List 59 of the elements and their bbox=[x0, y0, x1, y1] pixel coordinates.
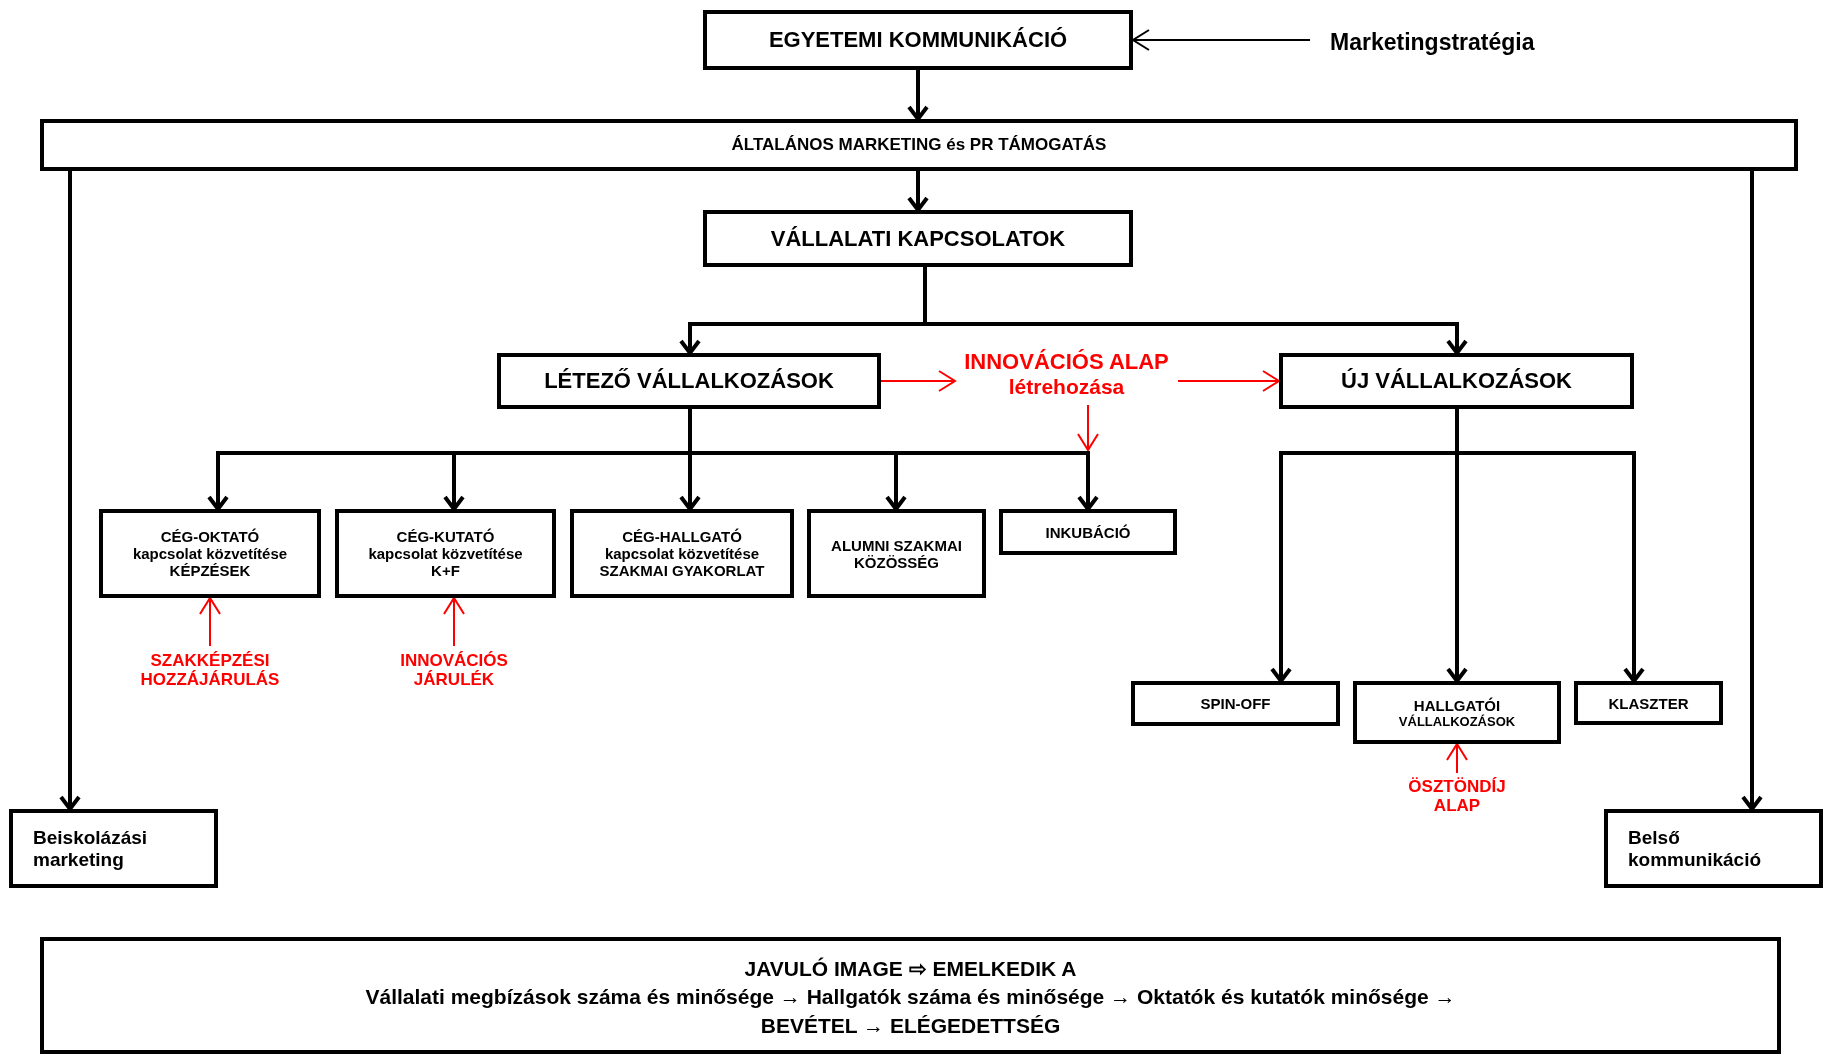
annotation-text: SZAKKÉPZÉSI HOZZÁJÁRULÁS bbox=[139, 652, 281, 690]
box-label: K+F bbox=[431, 562, 460, 579]
arrow bbox=[59, 171, 81, 811]
process-box bbox=[1279, 353, 1634, 409]
box-label: LÉTEZŐ VÁLLALKOZÁSOK bbox=[544, 368, 834, 394]
process-box bbox=[99, 509, 321, 598]
process-box bbox=[703, 10, 1133, 70]
box-label: HALLGATÓI bbox=[1413, 696, 1501, 714]
band-box bbox=[40, 119, 1798, 171]
box-label: Vállalati megbízások száma és minősége → Hallgatók száma és minősége → Oktatók és kutatók minősége → BEVÉTEL → ELÉGEDETTSÉG bbox=[364, 984, 1457, 1039]
arrow bbox=[1177, 370, 1280, 392]
process-box bbox=[1131, 681, 1340, 726]
arrow bbox=[1455, 409, 1645, 683]
box-label: SPIN-OFF bbox=[1200, 695, 1271, 712]
arrow bbox=[443, 597, 465, 647]
process-box bbox=[1574, 681, 1723, 725]
process-box bbox=[9, 809, 218, 888]
box-label: kapcsolat közvetítése bbox=[604, 545, 760, 562]
box-label: VÁLLALKOZÁSOK bbox=[1398, 713, 1516, 729]
summary-box bbox=[40, 937, 1781, 1054]
arrow bbox=[907, 171, 929, 212]
box-label: kapcsolat közvetítése bbox=[368, 545, 523, 562]
arrow bbox=[1077, 404, 1099, 451]
box-label: ÚJ VÁLLALKOZÁSOK bbox=[1341, 368, 1572, 394]
process-box bbox=[999, 509, 1177, 555]
process-box bbox=[1604, 809, 1823, 888]
process-box bbox=[335, 509, 556, 598]
arrow bbox=[1446, 743, 1468, 774]
arrow bbox=[880, 370, 956, 392]
annotation-text: INNOVÁCIÓS JÁRULÉK bbox=[399, 652, 509, 690]
arrow bbox=[1741, 171, 1763, 811]
process-box bbox=[1353, 681, 1561, 744]
annotation-text: Marketingstratégia bbox=[1330, 28, 1535, 56]
process-box bbox=[807, 509, 986, 598]
arrow bbox=[688, 409, 1099, 511]
box-label: JAVULÓ IMAGE ⇨ EMELKEDIK A bbox=[744, 956, 1077, 982]
arrow bbox=[907, 70, 929, 121]
box-label: SZAKMAI GYAKORLAT bbox=[599, 562, 765, 579]
box-label: CÉG-HALLGATÓ bbox=[622, 528, 742, 545]
box-label: CÉG-OKTATÓ bbox=[160, 528, 260, 545]
box-label: Belső kommunikáció bbox=[1628, 826, 1763, 871]
box-label: VÁLLALATI KAPCSOLATOK bbox=[770, 225, 1066, 252]
arrow bbox=[1132, 29, 1311, 51]
process-box bbox=[703, 210, 1133, 267]
annotation-text: létrehozása bbox=[1008, 375, 1125, 399]
box-label: kapcsolat közvetítése bbox=[132, 545, 288, 562]
box-label: ALUMNI SZAKMAI KÖZÖSSÉG bbox=[830, 536, 963, 571]
process-box bbox=[497, 353, 881, 409]
box-label: Beiskolázási marketing bbox=[33, 826, 149, 871]
box-label: ÁLTALÁNOS MARKETING és PR TÁMOGATÁS bbox=[731, 135, 1107, 155]
process-box bbox=[570, 509, 794, 598]
annotation-text: INNOVÁCIÓS ALAP bbox=[964, 349, 1169, 375]
box-label: KÉPZÉSEK bbox=[169, 562, 251, 579]
box-label: EGYETEMI KOMMUNIKÁCIÓ bbox=[768, 27, 1068, 53]
box-label: INKUBÁCIÓ bbox=[1045, 523, 1131, 541]
annotation-text: ÖSZTÖNDÍJ ALAP bbox=[1407, 778, 1507, 816]
box-label: KLASZTER bbox=[1608, 694, 1689, 712]
arrow bbox=[199, 597, 221, 647]
box-label: CÉG-KUTATÓ bbox=[396, 528, 495, 545]
